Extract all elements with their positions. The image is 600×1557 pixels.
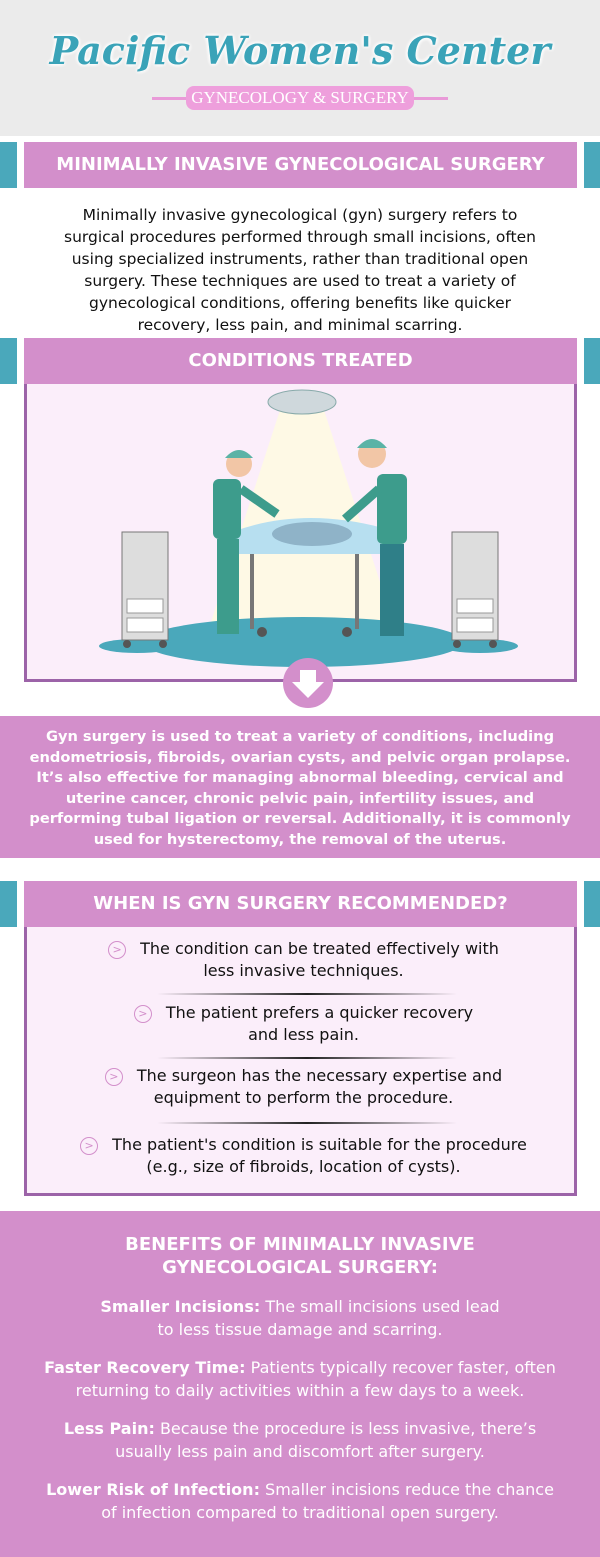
benefit-text: Smaller incisions reduce the chance (259, 1480, 554, 1499)
item-text: and less pain. (248, 1025, 359, 1044)
benefit-text: Because the procedure is less invasive, … (154, 1419, 537, 1438)
tagline: GYNECOLOGY & SURGERY (186, 86, 414, 110)
heading-line: BENEFITS OF MINIMALLY INVASIVE (125, 1234, 475, 1255)
side-tab (0, 338, 17, 384)
item-text: equipment to perform the procedure. (153, 1088, 454, 1107)
header (0, 0, 600, 136)
item-text: The surgeon has the necessary expertise … (136, 1066, 503, 1085)
benefit-text: Patients typically recover faster, often (245, 1358, 556, 1377)
conditions-heading: CONDITIONS TREATED (24, 338, 577, 384)
conditions-band: Gyn surgery is used to treat a variety o… (0, 716, 600, 858)
text-line: recovery, less pain, and minimal scarrin… (137, 316, 463, 334)
surgery-illustration (99, 389, 518, 667)
chevron-right-icon: > (104, 1067, 123, 1086)
divider (157, 993, 457, 995)
text-line: Gyn surgery is used to treat a variety o… (45, 728, 555, 745)
chevron-right-icon: > (80, 1136, 99, 1155)
item-text: less invasive techniques. (203, 961, 404, 980)
text-line: surgical procedures performed through sm… (64, 228, 536, 246)
surgeon-left (213, 450, 280, 634)
benefit-text: The small incisions used lead (260, 1297, 500, 1316)
intro-heading: MINIMALLY INVASIVE GYNECOLOGICAL SURGERY (24, 142, 577, 188)
benefit-label: Less Pain: (63, 1419, 155, 1438)
divider (157, 1057, 457, 1059)
chevron-right-icon: > (133, 1004, 152, 1023)
benefit-label: Lower Risk of Infection: (46, 1480, 260, 1499)
text-line: It’s also effective for managing abnorma… (36, 769, 564, 786)
surgeon-right (342, 439, 407, 636)
benefit-text: returning to daily activities within a f… (75, 1381, 525, 1400)
side-tab (584, 338, 600, 384)
list-item: > The surgeon has the necessary expertise… (27, 1065, 580, 1109)
benefit-item: Smaller Incisions: The small incisions u… (0, 1295, 600, 1341)
item-text: The patient's condition is suitable for … (112, 1135, 527, 1154)
benefit-item: Lower Risk of Infection: Smaller incisio… (0, 1478, 600, 1524)
cart-left (121, 531, 169, 648)
text-line: uterine cancer, chronic pelvic pain, inf… (65, 789, 535, 807)
item-text: (e.g., size of fibroids, location of cys… (146, 1157, 461, 1176)
recommended-heading: WHEN IS GYN SURGERY RECOMMENDED? (24, 881, 577, 927)
item-text: The condition can be treated effectively… (140, 939, 499, 958)
benefit-text: to less tissue damage and scarring. (157, 1320, 443, 1339)
side-tab (584, 142, 600, 188)
list-item: > The patient's condition is suitable for… (27, 1134, 580, 1178)
benefit-text: usually less pain and discomfort after s… (115, 1442, 485, 1461)
text-line: endometriosis, fibroids, ovarian cysts, … (29, 748, 571, 766)
list-item: > The condition can be treated effectivel… (27, 938, 580, 982)
benefit-item: Faster Recovery Time: Patients typically… (0, 1356, 600, 1402)
benefit-label: Smaller Incisions: (100, 1297, 261, 1316)
recommended-box: > The condition can be treated effectivel… (24, 927, 577, 1196)
text-line: Minimally invasive gynecological (gyn) s… (82, 206, 518, 224)
benefit-item: Less Pain: Because the procedure is less… (0, 1417, 600, 1463)
side-tab (0, 142, 17, 188)
operating-table (232, 518, 397, 637)
divider (157, 1122, 457, 1124)
chevron-right-icon: > (108, 940, 127, 959)
list-item: > The patient prefers a quicker recovery a… (27, 1002, 580, 1046)
benefits-heading: BENEFITS OF MINIMALLY INVASIVE GYNECOLOG… (0, 1233, 600, 1279)
text-line: performing tubal ligation or reversal. A… (29, 810, 571, 827)
heading-line: GYNECOLOGICAL SURGERY: (162, 1257, 438, 1278)
text-line: gynecological conditions, offering benef… (88, 294, 512, 312)
brand-logo: Pacific Women's Center (49, 28, 551, 73)
text-line: surgery. These techniques are used to tr… (84, 272, 516, 290)
cart-right (451, 531, 499, 648)
illustration-box (24, 384, 577, 682)
side-tab (0, 881, 17, 927)
benefits-band: BENEFITS OF MINIMALLY INVASIVE GYNECOLOG… (0, 1211, 600, 1557)
text-line: used for hysterectomy, the removal of th… (93, 830, 507, 848)
side-tab (584, 881, 600, 927)
text-line: using specialized instruments, rather th… (71, 250, 529, 268)
item-text: The patient prefers a quicker recovery (165, 1003, 474, 1022)
benefit-label: Faster Recovery Time: (44, 1358, 246, 1377)
intro-text: Minimally invasive gynecological (gyn) s… (0, 204, 600, 336)
benefit-text: of infection compared to traditional ope… (101, 1503, 499, 1522)
down-arrow-icon (283, 658, 333, 708)
